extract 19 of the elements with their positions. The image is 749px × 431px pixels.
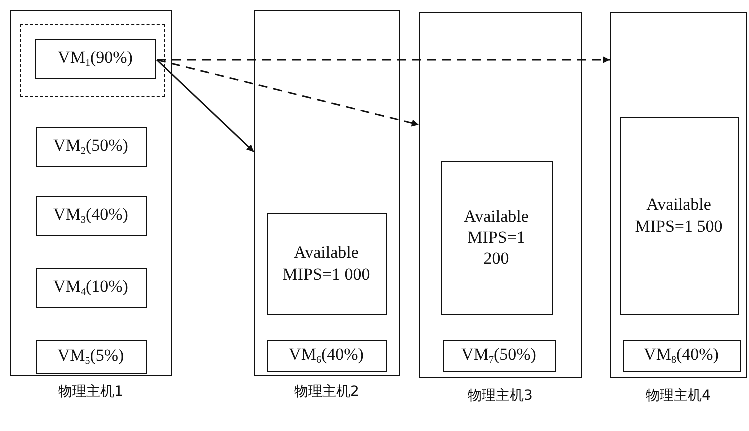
mips-box: Available MIPS=1 000	[266, 212, 386, 314]
vm-box: VM$_{6}$(40%)	[266, 340, 386, 372]
vm-box: VM$_{2}$(50%)	[36, 126, 146, 166]
mips-box: Available MIPS=1 500	[620, 116, 738, 314]
dashed-selection-box	[20, 24, 164, 96]
arrow	[157, 56, 610, 64]
arrow	[156, 59, 420, 127]
host-caption: 物理主机1	[58, 383, 124, 401]
host-caption: 物理主机3	[468, 387, 533, 405]
vm-box: VM$_{8}$(40%)	[622, 340, 740, 372]
vm-box: VM$_{7}$(50%)	[442, 340, 556, 372]
host-caption: 物理主机2	[294, 383, 360, 401]
host-caption: 物理主机4	[646, 387, 711, 405]
vm-box: VM$_{3}$(40%)	[36, 196, 146, 236]
arrow	[156, 59, 255, 153]
mips-box: Available MIPS=1 200	[440, 160, 552, 314]
vm-box: VM$_{4}$(10%)	[36, 268, 146, 308]
vm-box: VM$_{1}$(90%)	[35, 39, 156, 79]
vm-box: VM$_{5}$(5%)	[36, 340, 146, 374]
